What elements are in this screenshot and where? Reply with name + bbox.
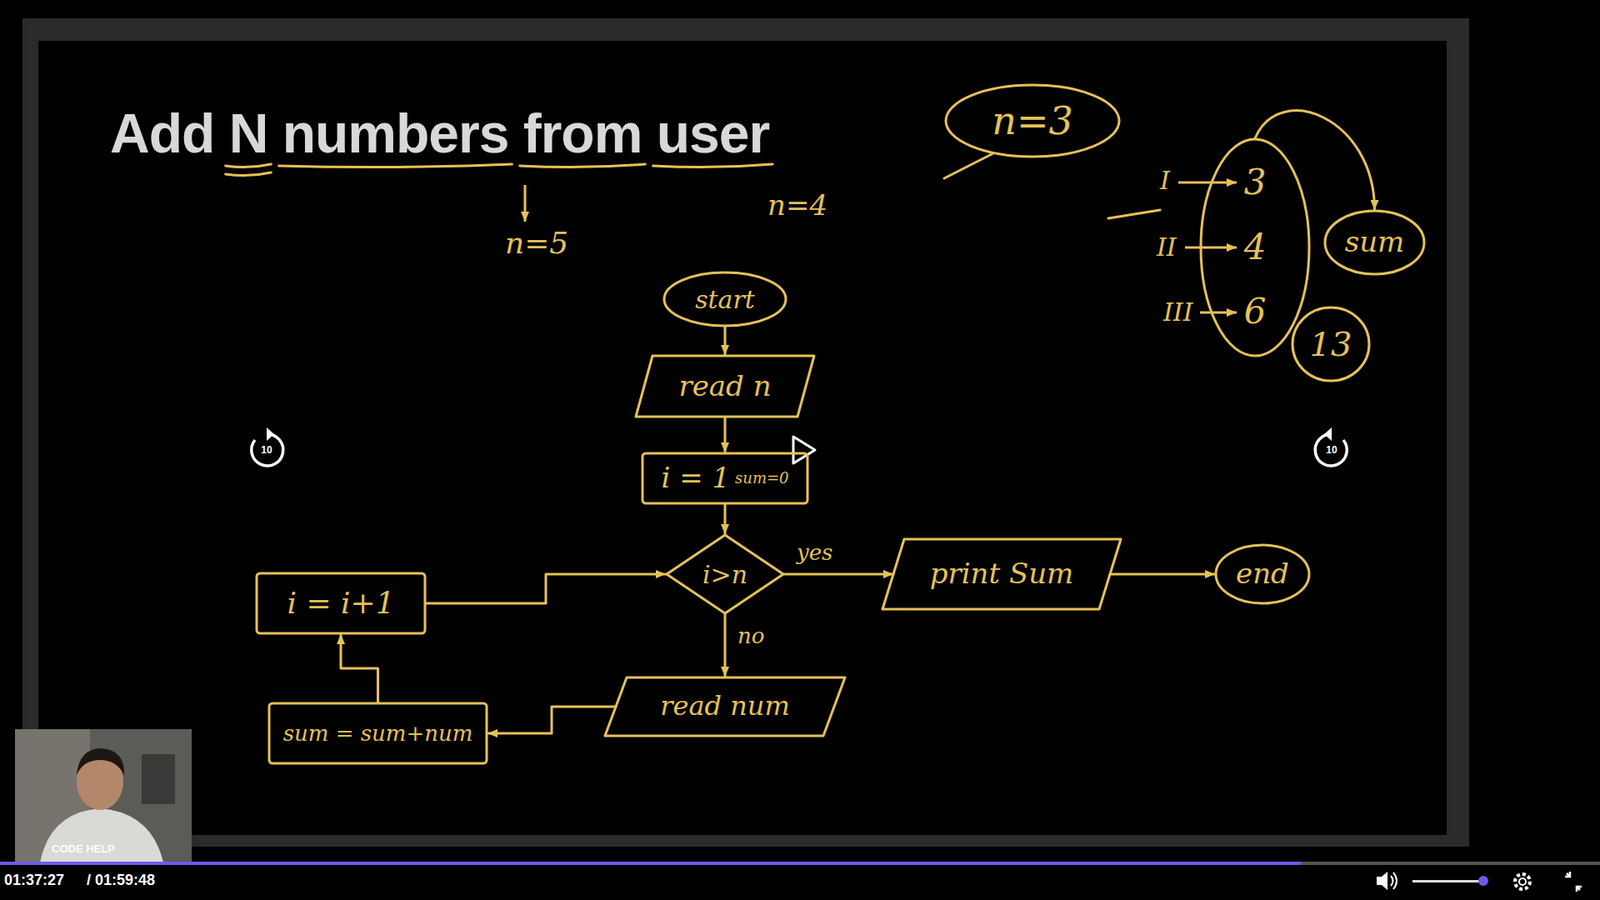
node-outline bbox=[1325, 210, 1425, 275]
node-text: 3 bbox=[1244, 163, 1267, 202]
node-text: print Sum bbox=[930, 558, 1075, 590]
decision-diamond: i>n bbox=[665, 533, 785, 615]
input-group-ellipse: 3 4 6 bbox=[1199, 137, 1311, 358]
forward-icon bbox=[1324, 427, 1332, 441]
volume-slider bbox=[1412, 880, 1484, 883]
flow-arrow bbox=[724, 417, 727, 453]
input-arrow bbox=[1178, 181, 1237, 185]
process-box: sum = sum+num bbox=[267, 701, 489, 765]
node-text: read num bbox=[660, 691, 790, 721]
input-arrow bbox=[1200, 311, 1237, 315]
node-outline bbox=[666, 535, 784, 614]
scribble-line bbox=[944, 153, 994, 179]
node-outline bbox=[605, 677, 845, 736]
edge-label: no bbox=[735, 624, 767, 649]
node-text: i = 1 bbox=[660, 462, 730, 494]
edge-label: yes bbox=[794, 540, 835, 565]
play-icon bbox=[793, 436, 815, 464]
node-outline bbox=[882, 539, 1121, 610]
webcam-person bbox=[76, 748, 125, 775]
node-outline bbox=[1200, 139, 1310, 356]
progress-track bbox=[1300, 861, 1600, 865]
flow-arrow bbox=[724, 326, 727, 355]
settings-icon bbox=[1515, 874, 1530, 890]
node-text: sum=0 bbox=[735, 470, 789, 487]
node-text: 13 bbox=[1310, 325, 1353, 363]
volume-icon bbox=[1390, 872, 1397, 890]
input-box: read num bbox=[603, 675, 847, 738]
node-text: start bbox=[695, 285, 755, 314]
node-outline bbox=[635, 355, 815, 417]
title-underline bbox=[279, 164, 513, 168]
webcam-frame bbox=[15, 729, 192, 863]
flow-arrow bbox=[340, 634, 379, 703]
roman-numeral: III bbox=[1163, 298, 1194, 326]
flow-arrow bbox=[784, 573, 894, 576]
node-outline bbox=[256, 573, 425, 634]
node-text: i>n bbox=[702, 560, 748, 589]
title-underline bbox=[653, 164, 773, 168]
settings-icon bbox=[1519, 878, 1526, 885]
title-underline bbox=[225, 164, 272, 168]
volume-icon bbox=[1376, 871, 1388, 890]
node-text: n=3 bbox=[991, 100, 1073, 143]
note-text: n=4 bbox=[767, 190, 828, 221]
flow-arrow bbox=[1255, 110, 1375, 210]
input-box: read n bbox=[634, 354, 816, 419]
annotation-ellipse: n=3 bbox=[944, 83, 1121, 159]
sum-ellipse: sum bbox=[1323, 209, 1426, 276]
input-arrow bbox=[1185, 246, 1237, 250]
flow-arrow bbox=[487, 706, 616, 734]
note-text: n=5 bbox=[505, 226, 569, 260]
skip-seconds: 10 bbox=[1325, 445, 1337, 456]
rewind-icon bbox=[266, 427, 275, 441]
roman-numeral: I bbox=[1160, 166, 1170, 195]
node-outline bbox=[269, 703, 487, 764]
time-total: / 01:59:48 bbox=[86, 872, 155, 890]
slide-title: Add N numbers from user bbox=[110, 103, 770, 165]
node-outline bbox=[664, 272, 786, 326]
node-text: sum = sum+num bbox=[283, 721, 474, 746]
watermark: CODE HELP bbox=[51, 843, 115, 855]
process-box: i = i+1 bbox=[255, 571, 427, 635]
webcam-shelf bbox=[141, 754, 175, 805]
node-text: sum bbox=[1345, 226, 1405, 258]
pointer-arrow bbox=[524, 185, 527, 222]
fullscreen-icon bbox=[1565, 871, 1582, 892]
board-area bbox=[38, 40, 1447, 835]
time-current: 01:37:27 bbox=[4, 872, 65, 890]
node-outline bbox=[1215, 545, 1310, 604]
flow-arrow bbox=[425, 574, 666, 604]
node-outline bbox=[642, 453, 808, 504]
scribble-line bbox=[1108, 210, 1160, 219]
roman-numeral: II bbox=[1156, 233, 1177, 261]
output-box: print Sum bbox=[880, 537, 1123, 611]
skip-seconds: 10 bbox=[260, 445, 272, 456]
flow-arrow bbox=[1110, 573, 1215, 576]
title-underline bbox=[520, 164, 646, 168]
volume-knob bbox=[1478, 875, 1489, 886]
node-text: read n bbox=[678, 370, 771, 402]
node-text: 4 bbox=[1244, 228, 1267, 267]
start-terminal: start bbox=[662, 270, 788, 328]
screen-border bbox=[22, 18, 1470, 847]
node-text: i = i+1 bbox=[286, 586, 395, 620]
node-outline bbox=[945, 85, 1120, 157]
node-text: end bbox=[1235, 558, 1290, 590]
result-circle: 13 bbox=[1290, 305, 1371, 383]
progress-bar bbox=[0, 861, 1301, 865]
node-text: 6 bbox=[1244, 292, 1267, 331]
webcam-person bbox=[40, 808, 164, 863]
flow-arrow bbox=[724, 614, 727, 677]
title-underline bbox=[225, 172, 272, 176]
process-box: i = 1 sum=0 bbox=[640, 451, 810, 505]
node-outline bbox=[1292, 307, 1370, 381]
end-terminal: end bbox=[1214, 543, 1311, 605]
flow-arrow bbox=[724, 504, 727, 535]
